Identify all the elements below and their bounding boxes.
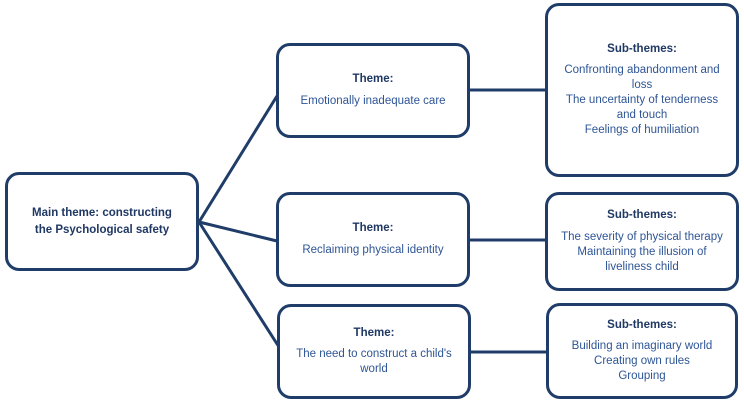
subthemes-box-emotionally-inadequate-care: Sub-themes: Confronting abandonment and …: [545, 3, 739, 177]
subtheme-item: Confronting abandonment and loss: [564, 64, 720, 92]
theme-label: Reclaiming physical identity: [302, 243, 444, 256]
subtheme-item: The uncertainty of tenderness and touch: [565, 94, 719, 122]
subtheme-item: Creating own rules: [594, 355, 690, 368]
subthemes-box-construct-childs-world: Sub-themes: Building an imaginary world …: [546, 303, 738, 399]
theme-heading: Theme:: [352, 73, 394, 86]
connector-main-to-theme1: [197, 95, 279, 223]
theme-heading: Theme:: [352, 222, 394, 235]
theme-heading: Theme:: [353, 326, 395, 339]
subtheme-item: Grouping: [618, 370, 666, 383]
main-theme-box: Main theme: constructing the Psychologic…: [5, 172, 199, 271]
connector-main-to-theme2: [198, 220, 278, 243]
theme-box-reclaiming-physical-identity: Theme: Reclaiming physical identity: [276, 192, 470, 287]
theme-label: The need to construct a child's world: [296, 348, 452, 376]
subtheme-item: Feelings of humiliation: [584, 124, 700, 137]
subthemes-heading: Sub-themes:: [607, 42, 677, 55]
connector-main-to-theme3: [197, 221, 281, 348]
theme-box-emotionally-inadequate-care: Theme: Emotionally inadequate care: [276, 43, 470, 138]
subtheme-item: The severity of physical therapy: [561, 230, 723, 243]
subtheme-item: Maintaining the illusion of liveliness c…: [577, 245, 707, 273]
main-theme-label: Main theme: constructing the Psychologic…: [32, 207, 172, 236]
subthemes-box-reclaiming-physical-identity: Sub-themes: The severity of physical the…: [545, 192, 739, 291]
subthemes-heading: Sub-themes:: [607, 318, 677, 331]
subtheme-item: Building an imaginary world: [571, 340, 713, 353]
theme-box-construct-childs-world: Theme: The need to construct a child's w…: [277, 304, 471, 399]
theme-label: Emotionally inadequate care: [300, 94, 446, 107]
subthemes-heading: Sub-themes:: [607, 209, 677, 222]
